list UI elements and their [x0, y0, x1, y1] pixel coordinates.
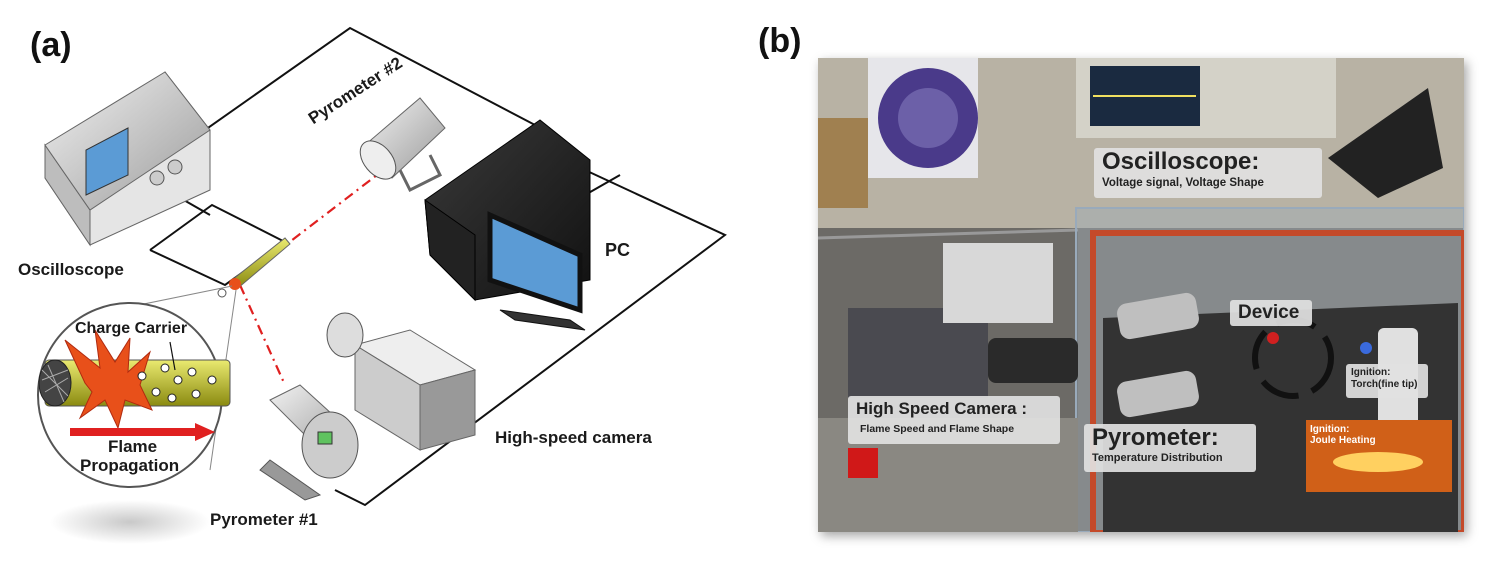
tag-ignition-torch-line1: Ignition:: [1351, 367, 1391, 378]
label-high-speed-camera: High-speed camera: [495, 428, 652, 447]
tag-oscilloscope-subtitle: Voltage signal, Voltage Shape: [1102, 177, 1264, 189]
label-oscilloscope: Oscilloscope: [18, 260, 124, 279]
oscilloscope-device: [44, 71, 211, 247]
tag-camera-subtitle: Flame Speed and Flame Shape: [860, 423, 1015, 435]
tag-joule-line1: Ignition:: [1310, 424, 1350, 435]
label-flame-line2: Propagation: [80, 456, 180, 475]
tag-oscilloscope-title: Oscilloscope:: [1102, 148, 1260, 175]
flame-icon: [64, 329, 153, 430]
carrier-rod: [217, 237, 291, 298]
label-flame-line1: Flame: [108, 437, 158, 456]
schematic-diagram: [37, 26, 727, 544]
panel-a-letter: (a): [30, 26, 72, 64]
pyrometer-2-device: [359, 97, 446, 193]
pyrometer-1-device: [259, 384, 359, 501]
label-pc: PC: [605, 240, 631, 260]
oscilloscope-screen-icon: [85, 127, 129, 196]
zoom-inset: [37, 302, 231, 488]
panel-b-letter: (b): [758, 22, 802, 60]
propagation-arrow-icon: [70, 423, 215, 441]
tag-ignition-torch-line2: Torch(fine tip): [1351, 379, 1418, 390]
tag-pyrometer-title: Pyrometer:: [1092, 424, 1219, 451]
lab-photo: Oscilloscope: Voltage signal, Voltage Sh…: [818, 58, 1464, 532]
label-charge-carrier: Charge Carrier: [75, 320, 188, 337]
pc-device: [424, 119, 591, 331]
tag-oscilloscope: Oscilloscope: Voltage signal, Voltage Sh…: [1094, 148, 1322, 198]
pc-screen-icon: [487, 211, 583, 314]
tag-high-speed-camera: High Speed Camera : Flame Speed and Flam…: [848, 396, 1060, 444]
tag-ignition-torch: Ignition: Torch(fine tip): [1346, 364, 1428, 398]
tag-pyrometer-subtitle: Temperature Distribution: [1092, 452, 1223, 464]
tag-ignition-joule: Ignition: Joule Heating: [1310, 424, 1410, 454]
tag-device: Device: [1230, 300, 1312, 326]
tag-device-label: Device: [1238, 302, 1300, 323]
tag-joule-line2: Joule Heating: [1310, 435, 1376, 446]
charge-carrier-icons: [137, 363, 217, 403]
tag-pyrometer: Pyrometer: Temperature Distribution: [1084, 424, 1256, 472]
label-pyrometer-1: Pyrometer #1: [210, 510, 318, 529]
high-speed-camera-device: [326, 312, 477, 451]
tag-camera-title: High Speed Camera :: [856, 399, 1027, 418]
